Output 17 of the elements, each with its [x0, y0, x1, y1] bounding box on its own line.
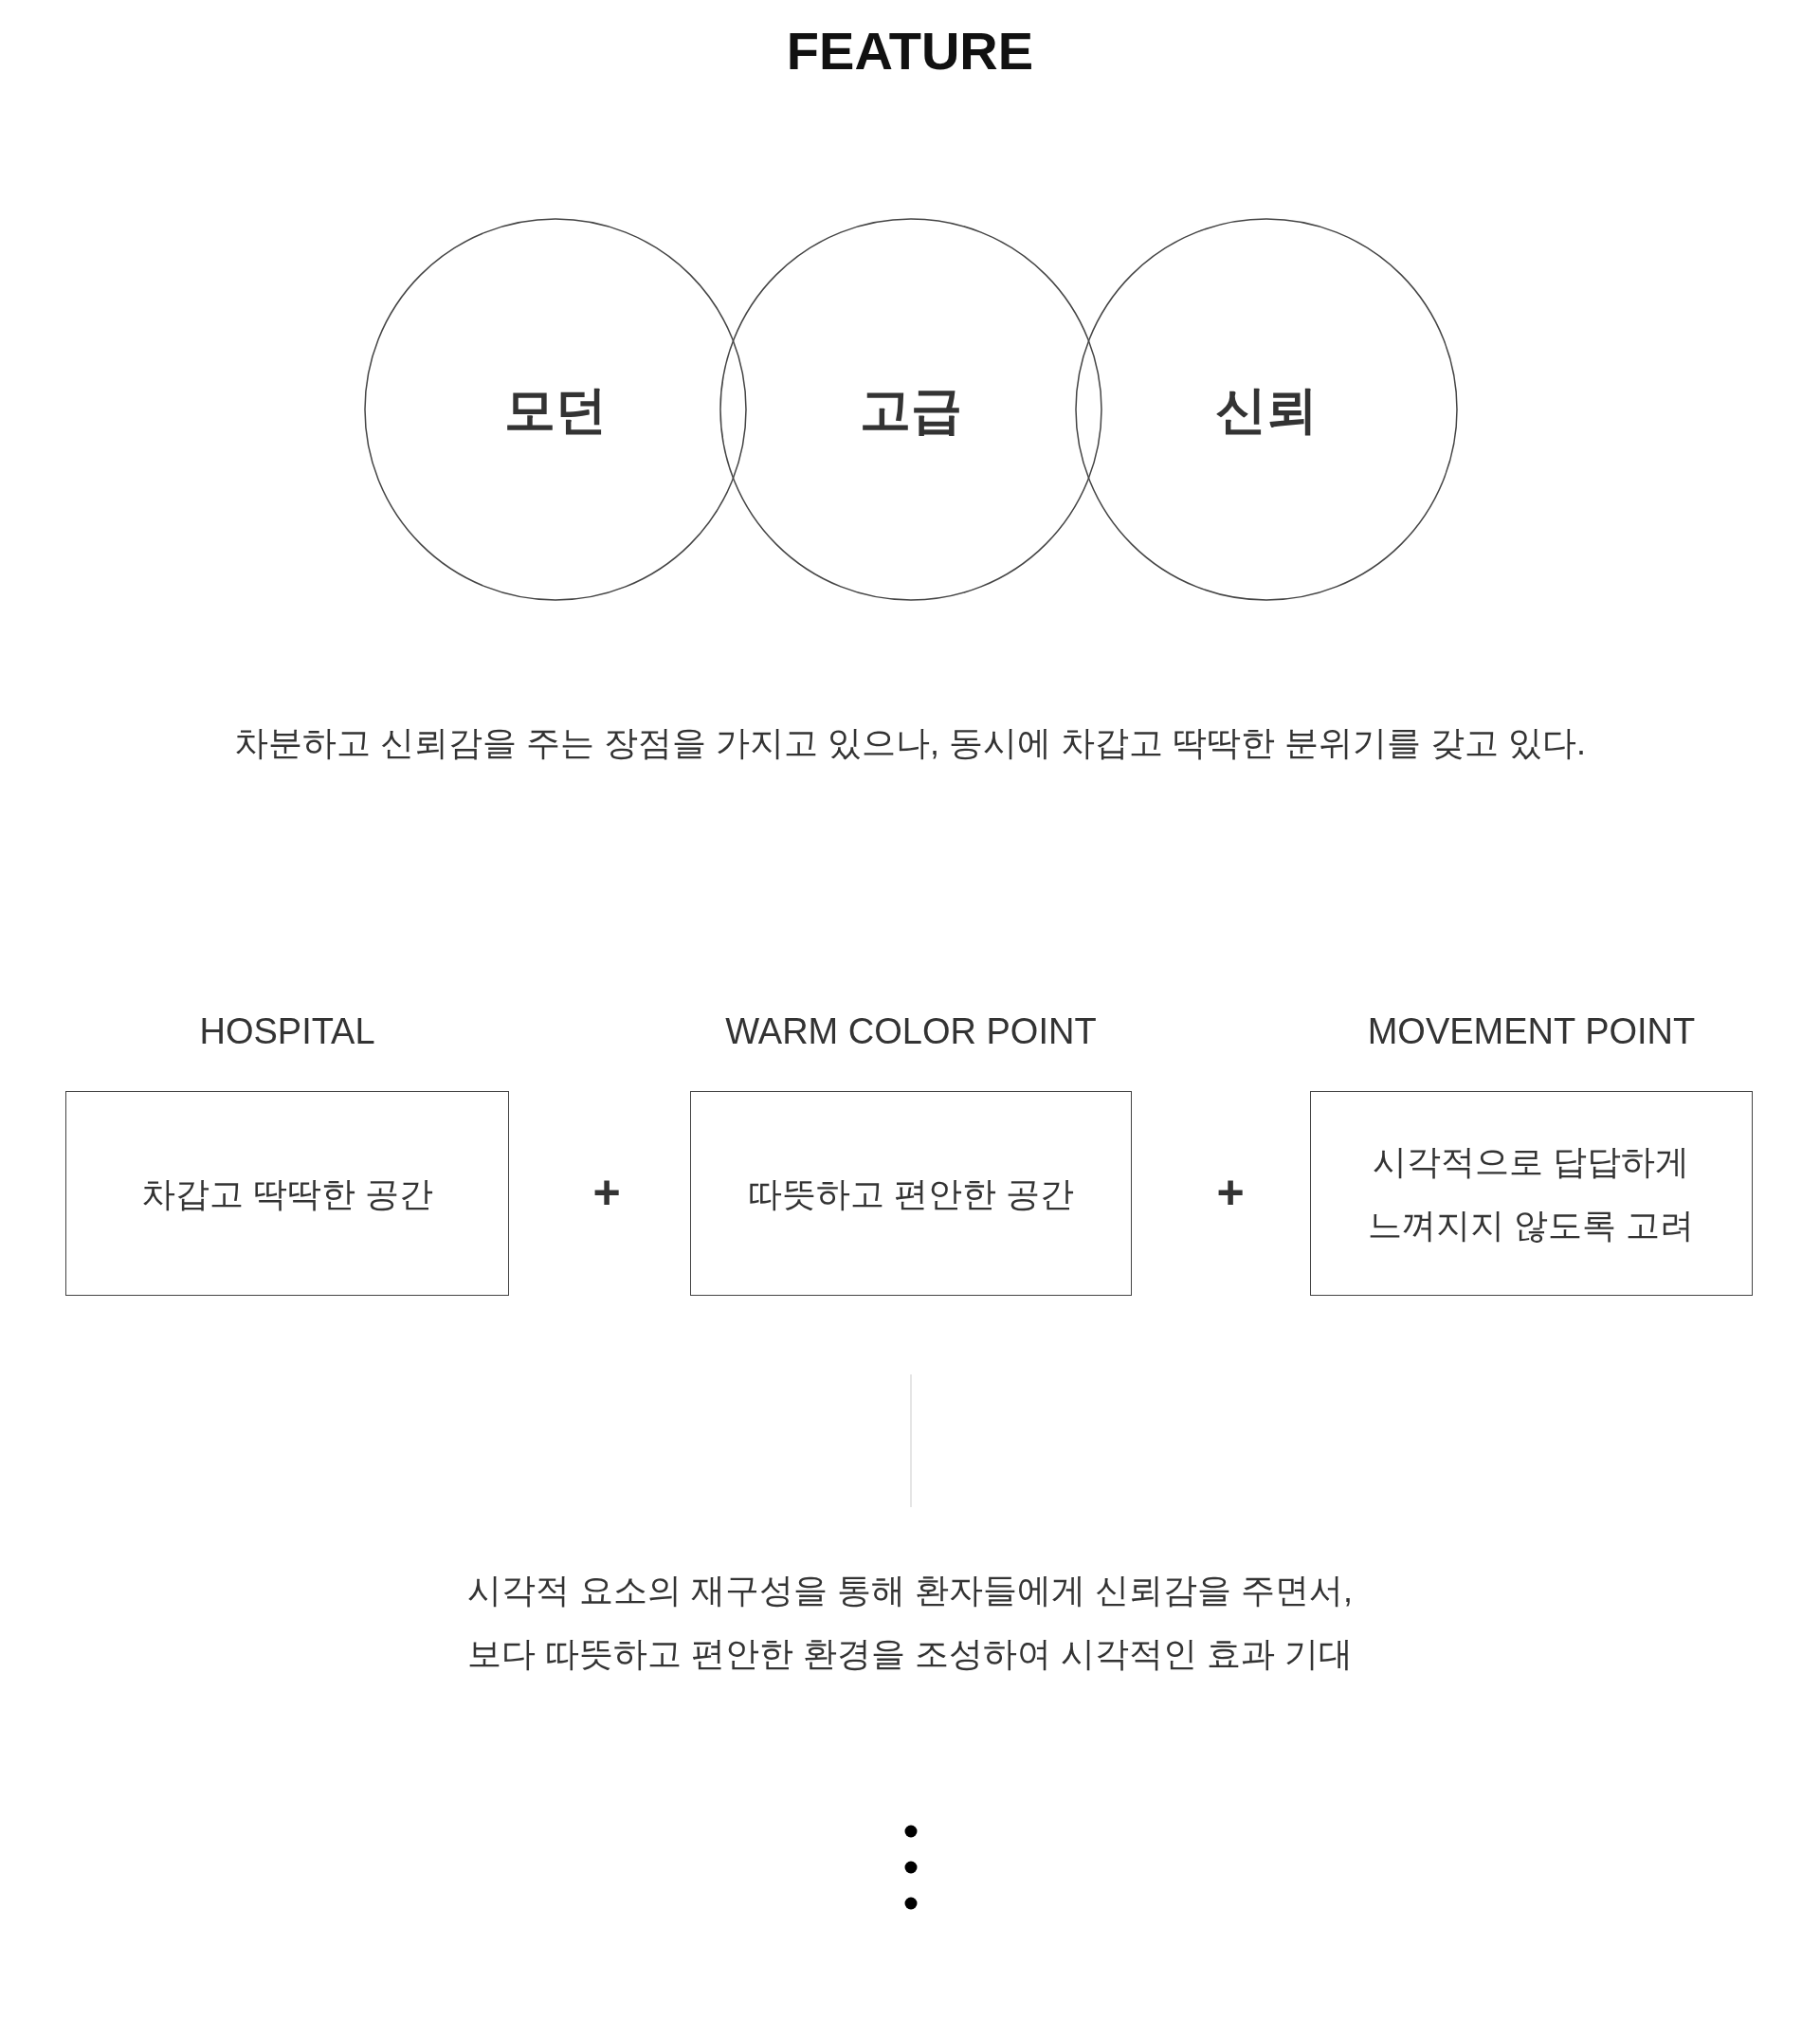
venn-circle: [364, 218, 747, 601]
circle-label: 신뢰: [1215, 380, 1318, 440]
panel-text: 따뜻하고 편안한 공간: [748, 1173, 1074, 1215]
summary-text: 시각적 요소의 재구성을 통해 환자들에게 신뢰감을 주면서, 보다 따뜻하고 편안한 환경을 조성하여 시각적인 효과 기대: [466, 1570, 1354, 1675]
panel-text: 차갑고 딱딱한 공간: [141, 1173, 433, 1215]
venn-circle: [1075, 218, 1458, 601]
title: FEATURE: [786, 21, 1034, 82]
venn-circle: [719, 218, 1102, 601]
column-heading: WARM COLOR POINT: [725, 1010, 1097, 1053]
plus-sign: +: [592, 1166, 621, 1219]
circle-label: 모던: [504, 380, 607, 440]
column-heading: MOVEMENT POINT: [1367, 1010, 1696, 1053]
panel-text: 시각적으로 답답하게 느껴지지 않도록 고려: [1367, 1141, 1696, 1246]
description-text: 차분하고 신뢰감을 주는 장점을 가지고 있으나, 동시에 차갑고 딱딱한 분위기를 갖고 있다.: [234, 722, 1586, 764]
column-heading: HOSPITAL: [199, 1010, 375, 1053]
circle-label: 고급: [860, 380, 962, 440]
plus-sign: +: [1216, 1166, 1245, 1219]
